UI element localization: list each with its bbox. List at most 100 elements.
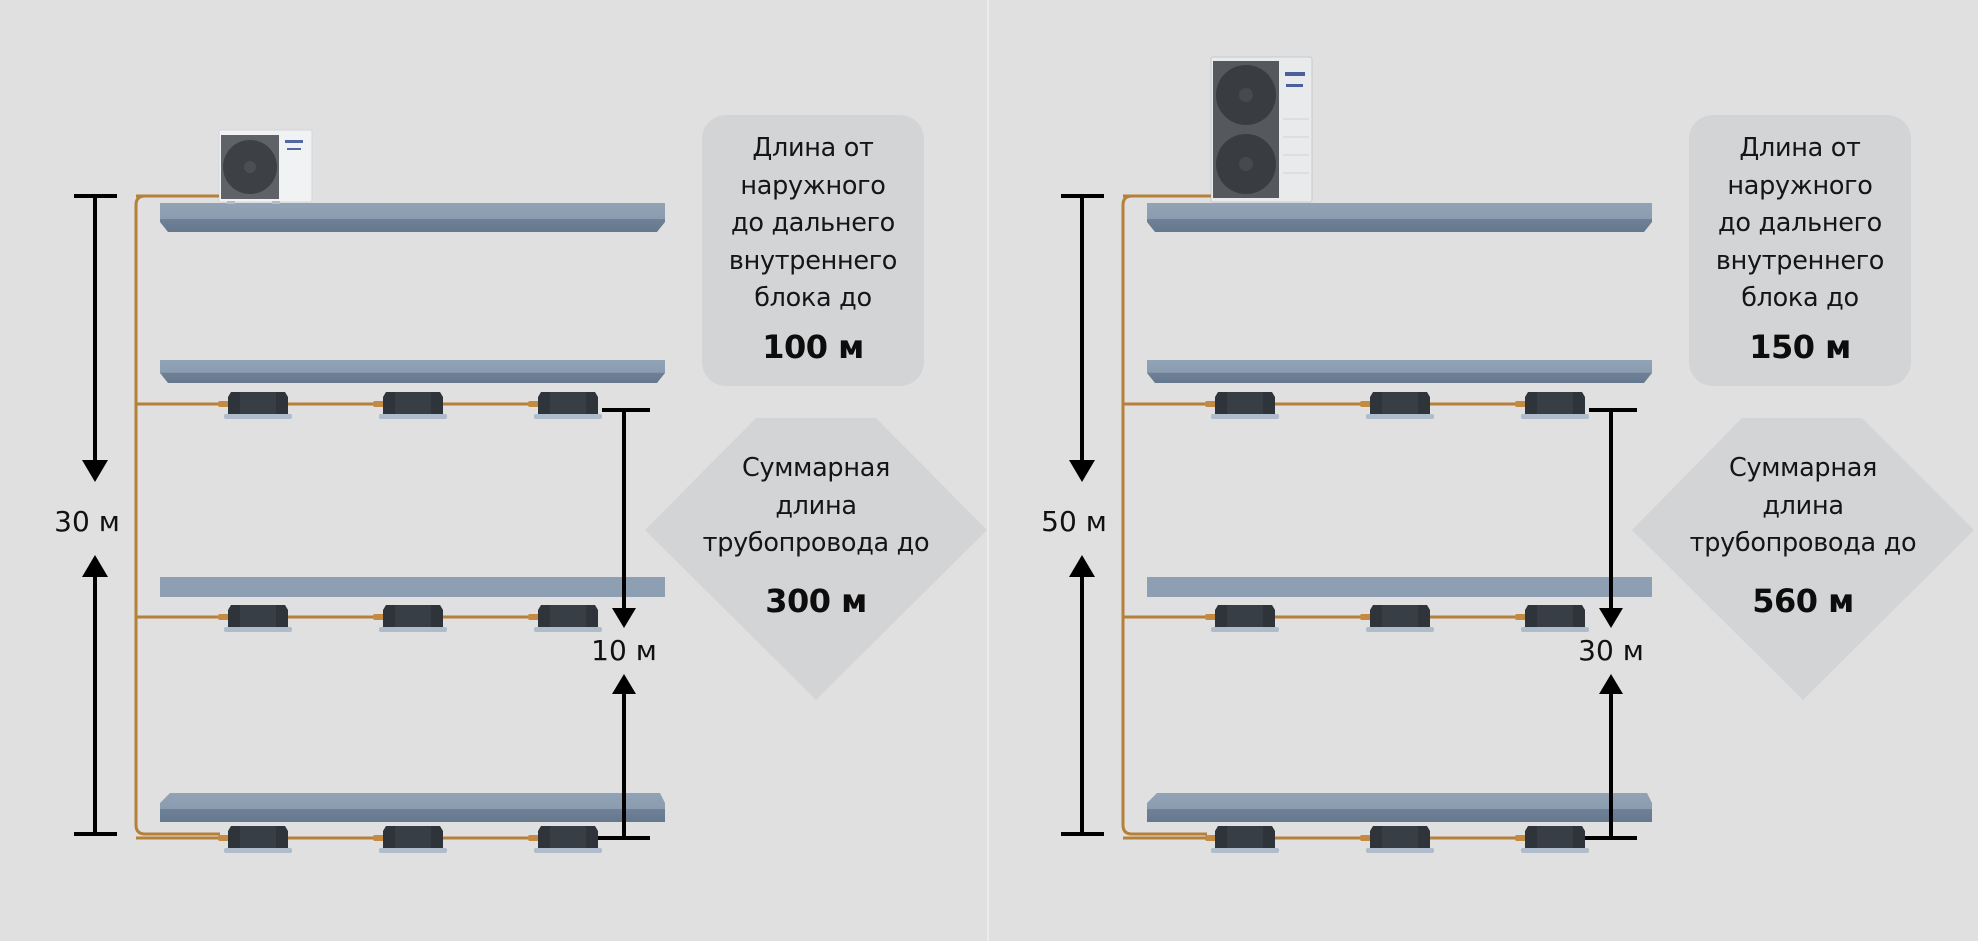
cassette-face [1382, 826, 1418, 848]
cassette-grille [1521, 414, 1589, 419]
total-piping-text: Суммарная длина трубопровода до [1689, 453, 1917, 558]
farthest-length-box: Длина от наружного до дальнего внутренне… [702, 115, 924, 386]
scene-content [1061, 56, 1652, 853]
unit-foot [272, 201, 280, 204]
floor-slab-2 [160, 360, 665, 383]
total-piping-value: 300 м [765, 582, 867, 620]
cassette-face [395, 826, 431, 848]
building-diagram [1061, 56, 1974, 853]
pipe-joint [1205, 835, 1217, 841]
cassette-grille [379, 848, 447, 853]
pipe-joint [1205, 614, 1217, 620]
unit-foot [227, 201, 235, 204]
farthest-length-value: 150 м [1749, 327, 1851, 366]
fan-hub [1239, 88, 1253, 102]
total-piping-value: 560 м [1752, 582, 1854, 620]
building-diagram [74, 129, 987, 853]
model-label-mark [1286, 84, 1303, 87]
cassette-grille [224, 848, 292, 853]
pipe-joint [373, 835, 385, 841]
arrow-down-icon [1069, 460, 1095, 482]
cassette-face [1537, 392, 1573, 414]
cassette-grille [1211, 848, 1279, 853]
floor-slab-4 [1147, 793, 1652, 822]
floor-slab-3 [1147, 577, 1652, 597]
cassette-face [240, 605, 276, 627]
pipe-joint [218, 401, 230, 407]
cassette-grille [1521, 848, 1589, 853]
floor-slab-2 [1147, 360, 1652, 383]
pipe-joint [1360, 835, 1372, 841]
floor-height-label: 10 м [591, 634, 657, 667]
arrow-down-icon [82, 460, 108, 482]
cassette-grille [534, 627, 602, 632]
cassette-grille [224, 627, 292, 632]
panel-large-system: Длина от наружного до дальнего внутренне… [987, 0, 1974, 941]
cassette-face [550, 826, 586, 848]
cassette-face [1382, 392, 1418, 414]
floor-slab-3 [160, 577, 665, 597]
floor-height-label: 30 м [1578, 634, 1644, 667]
pipe-joint [1205, 401, 1217, 407]
cassette-face [395, 392, 431, 414]
arrow-up-icon [612, 674, 636, 694]
cassette-face [1227, 605, 1263, 627]
cassette-face [1382, 605, 1418, 627]
farthest-length-text: Длина от наружного до дальнего внутренне… [728, 133, 898, 313]
cassette-face [395, 605, 431, 627]
cassette-grille [379, 627, 447, 632]
pipe-joint [373, 401, 385, 407]
panel-divider [987, 0, 989, 941]
pipe-joint [373, 614, 385, 620]
cassette-face [550, 605, 586, 627]
cassette-grille [534, 848, 602, 853]
cassette-face [550, 392, 586, 414]
cassette-face [240, 392, 276, 414]
cassette-face [1537, 605, 1573, 627]
brand-logo-mark [285, 140, 303, 143]
cassette-grille [1521, 627, 1589, 632]
cassette-grille [1366, 627, 1434, 632]
pipe-joint [528, 401, 540, 407]
pipe-joint [1515, 835, 1527, 841]
fan-hub [1239, 157, 1253, 171]
farthest-length-box: Длина от наружного до дальнего внутренне… [1689, 115, 1911, 386]
brand-logo-mark [1285, 72, 1305, 76]
farthest-length-text: Длина от наружного до дальнего внутренне… [1715, 133, 1885, 313]
farthest-length-value: 100 м [762, 327, 864, 366]
cassette-grille [1211, 627, 1279, 632]
cassette-face [1537, 826, 1573, 848]
cassette-grille [1366, 414, 1434, 419]
arrow-down-icon [612, 608, 636, 628]
cassette-grille [379, 414, 447, 419]
model-label-mark [287, 148, 301, 150]
floor-slab-1 [160, 203, 665, 232]
pipe-joint [528, 835, 540, 841]
total-piping-badge-shape [1632, 418, 1974, 700]
arrow-down-icon [1599, 608, 1623, 628]
cassette-face [240, 826, 276, 848]
pipe-joint [1515, 614, 1527, 620]
cassette-grille [534, 414, 602, 419]
pipe-joint [1515, 401, 1527, 407]
pipe-joint [218, 835, 230, 841]
cassette-grille [1211, 414, 1279, 419]
floor-slab-4 [160, 793, 665, 822]
panel-standard-system: Длина от наружного до дальнего внутренне… [0, 0, 987, 941]
pipe-joint [218, 614, 230, 620]
scene-content [74, 129, 665, 853]
arrow-up-icon [1599, 674, 1623, 694]
refrigerant-riser-pipe [1121, 194, 1292, 836]
floor-slab-1 [1147, 203, 1652, 232]
pipe-joint [528, 614, 540, 620]
vertical-height-label: 50 м [1041, 505, 1107, 538]
arrow-up-icon [82, 555, 108, 577]
cassette-face [1227, 826, 1263, 848]
pipe-joint [1360, 401, 1372, 407]
refrigerant-riser-pipe [134, 194, 305, 836]
total-piping-badge-shape [645, 418, 987, 700]
fan-hub [244, 161, 256, 173]
cassette-face [1227, 392, 1263, 414]
vertical-height-label: 30 м [54, 505, 120, 538]
arrow-up-icon [1069, 555, 1095, 577]
